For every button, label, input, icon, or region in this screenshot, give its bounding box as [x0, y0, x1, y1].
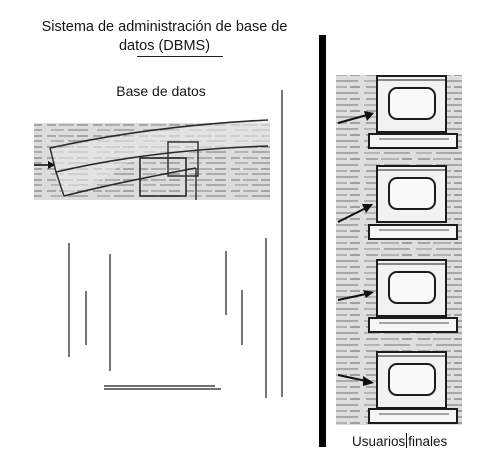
database-band	[34, 119, 270, 200]
divider-bar	[319, 35, 326, 447]
dbms-title-line-1: Sistema de administración de base de	[41, 19, 288, 35]
end-users-panel	[336, 75, 462, 425]
text-cursor	[406, 433, 408, 448]
end-users-label-part-1: Usuarios	[352, 434, 406, 449]
terminal-3	[337, 259, 458, 333]
dbms-title-line-2: datos (DBMS)	[118, 38, 211, 54]
database-label: Base de datos	[116, 83, 206, 99]
terminal-2	[337, 165, 458, 240]
dbms-title: Sistema de administración de base de dat…	[22, 18, 307, 56]
terminal-4	[337, 351, 458, 424]
end-users-label-part-2: finales	[408, 434, 448, 449]
terminal-1	[337, 75, 458, 149]
title-underline	[137, 56, 223, 57]
dbms-structure-lines	[68, 90, 283, 398]
